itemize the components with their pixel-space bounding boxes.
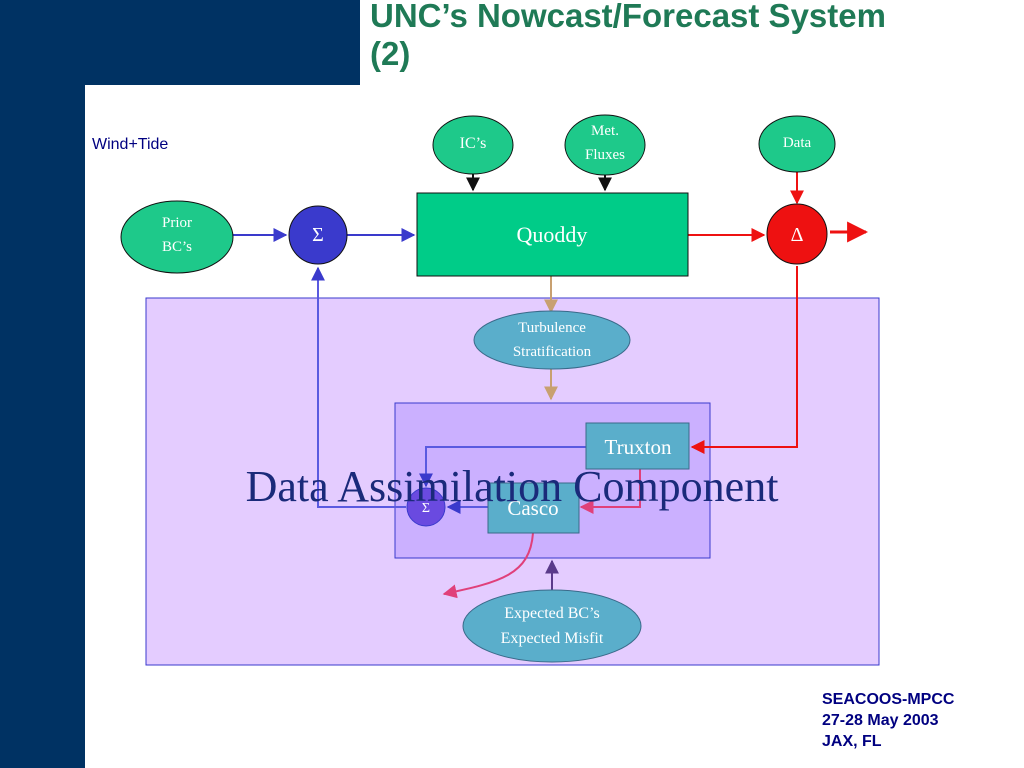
data-assimilation-label: Data Assimilation Component — [246, 462, 779, 511]
met-fluxes-node: Met. Fluxes — [564, 114, 646, 176]
prior-label-line-1: Prior — [162, 215, 192, 231]
footer-info: SEACOOS-MPCC 27-28 May 2003 JAX, FL — [822, 689, 954, 752]
met-label-line-1: Met. — [591, 123, 619, 139]
header-band — [85, 0, 360, 85]
sigma-symbol: Σ — [312, 224, 324, 246]
quoddy-node: Quoddy — [416, 192, 689, 277]
delta-symbol: Δ — [791, 224, 804, 246]
turbulence-label-line-2: Stratification — [513, 344, 592, 360]
expected-node: Expected BC’s Expected Misfit — [462, 589, 642, 663]
sigma-node: Σ — [288, 205, 348, 265]
arrow-delta-to-truxton — [690, 266, 798, 454]
arrow-truxton-to-inner-sigma — [419, 446, 586, 488]
expected-label-line-2: Expected Misfit — [501, 630, 604, 647]
ics-label: IC’s — [460, 135, 487, 152]
data-node: Data — [758, 115, 836, 173]
prior-bcs-node: Prior BC’s — [120, 200, 234, 274]
met-label-line-2: Fluxes — [585, 147, 625, 163]
truxton-label: Truxton — [605, 435, 672, 459]
arrow-casco-curve-out — [442, 532, 534, 599]
title-line-2: (2) — [370, 35, 411, 72]
casco-label: Casco — [507, 496, 558, 520]
sidebar — [0, 0, 85, 768]
casco-node: Casco — [487, 482, 580, 534]
data-label: Data — [783, 135, 812, 151]
truxton-node: Truxton — [585, 422, 690, 470]
inner-sigma-node: Σ — [406, 487, 446, 527]
footer-line-1: SEACOOS-MPCC — [822, 691, 955, 708]
delta-node: Δ — [766, 203, 828, 265]
footer-line-3: JAX, FL — [822, 733, 882, 750]
inner-sigma-symbol: Σ — [422, 501, 430, 516]
ics-node: IC’s — [432, 115, 514, 175]
quoddy-label: Quoddy — [517, 222, 588, 247]
arrow-inner-sigma-to-sigma — [311, 266, 406, 508]
expected-label-line-1: Expected BC’s — [504, 605, 600, 622]
prior-label-line-2: BC’s — [162, 239, 192, 255]
subtitle: Wind+Tide — [92, 136, 169, 153]
footer-line-2: 27-28 May 2003 — [822, 712, 939, 729]
arrow-truxton-to-casco — [579, 469, 641, 514]
turbulence-label-line-1: Turbulence — [518, 320, 586, 336]
turbulence-node: Turbulence Stratification — [473, 310, 631, 370]
slide-title: UNC’s Nowcast/Forecast System (2) — [370, 0, 886, 73]
title-line-1: UNC’s Nowcast/Forecast System — [370, 0, 886, 34]
